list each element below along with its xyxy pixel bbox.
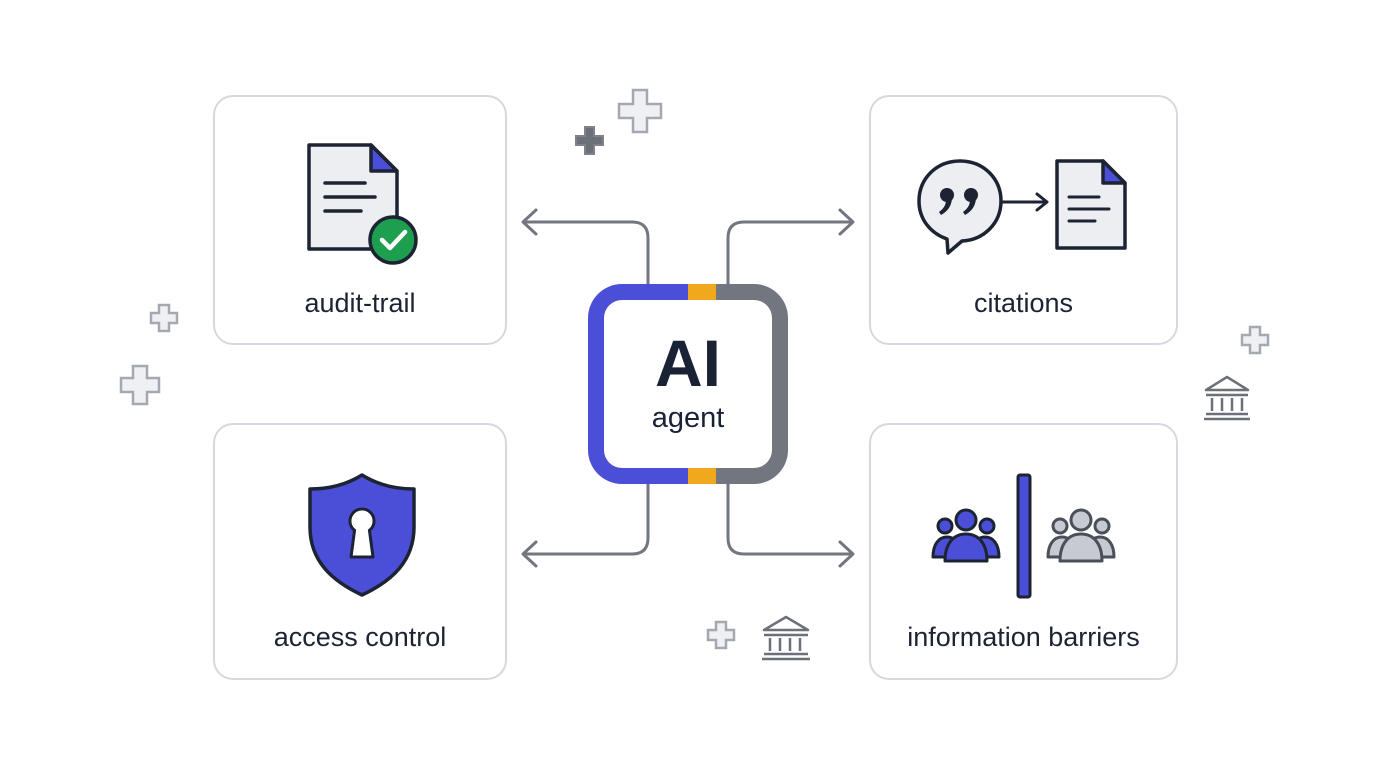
bank-icon: [762, 615, 810, 661]
separated-groups-icon: [931, 473, 1116, 599]
card-access-control: access control: [213, 423, 507, 680]
card-label-information-barriers: information barriers: [907, 622, 1140, 652]
arrow-to-access-control: [522, 482, 650, 556]
arrowhead-access-control: [521, 540, 538, 568]
bank-icon: [1204, 375, 1250, 421]
agent-box: [604, 300, 772, 468]
agent-subtitle: agent: [651, 402, 725, 434]
arrow-to-audit-trail: [522, 220, 650, 286]
card-label-audit-trail: audit-trail: [304, 288, 416, 318]
arrowhead-information-barriers: [838, 540, 855, 568]
card-information-barriers: information barriers: [869, 423, 1178, 680]
shield-keyhole-icon: [308, 473, 416, 597]
card-audit-trail: audit-trail: [213, 95, 507, 345]
arrowhead-citations: [838, 208, 855, 236]
document-check-icon: [307, 143, 418, 265]
plus-outline-icon: [119, 88, 1270, 650]
card-label-citations: citations: [973, 288, 1074, 318]
arrowhead-audit-trail: [521, 208, 538, 236]
arrow-to-information-barriers: [726, 482, 854, 556]
card-citations: citations: [869, 95, 1178, 345]
quote-to-document-icon: [917, 159, 1127, 255]
card-label-access-control: access control: [273, 622, 447, 652]
plus-icon: [575, 126, 604, 155]
arrow-to-citations: [726, 220, 854, 286]
agent-title: AI: [655, 326, 721, 400]
